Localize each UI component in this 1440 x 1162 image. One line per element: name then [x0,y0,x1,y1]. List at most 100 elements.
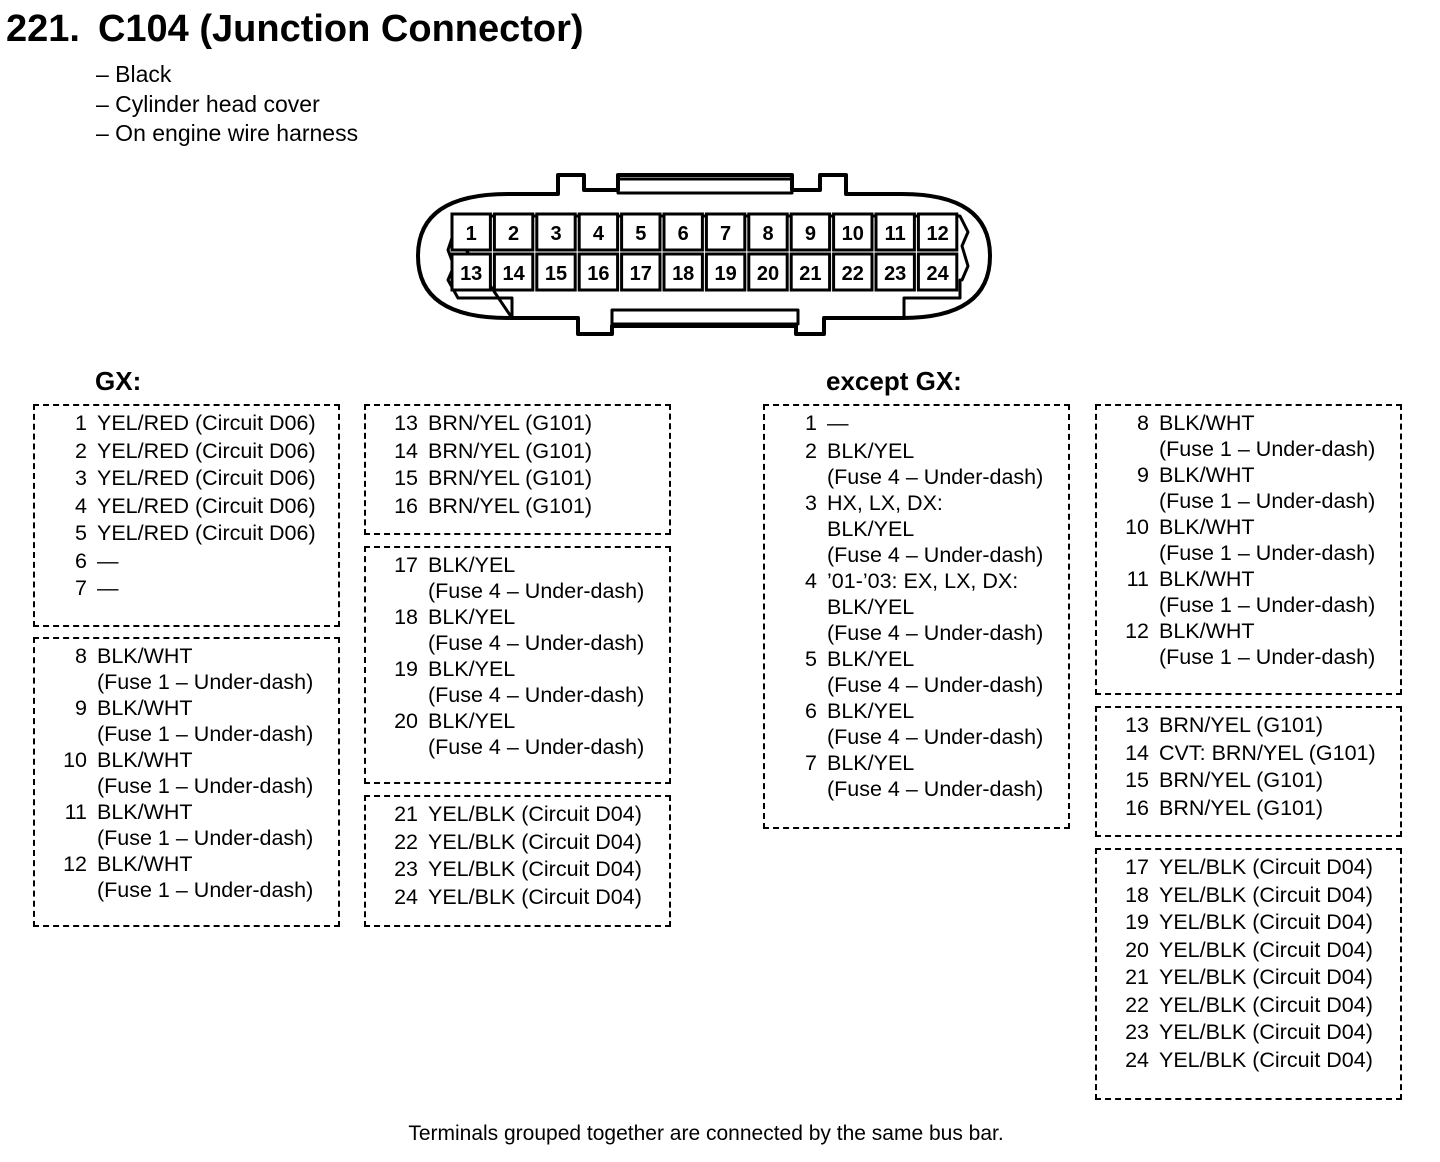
terminal-wire-text: YEL/BLK (Circuit D04) [428,884,642,909]
terminal-cell [535,212,577,252]
terminal-number: 6 [805,698,817,723]
terminal-entry-7: 7— [35,575,338,603]
terminal-number: 24 [394,884,418,909]
terminal-wire-text: BLK/WHT [1159,515,1255,539]
terminal-number: 10 [63,748,87,772]
terminal-number: 18 [394,605,418,629]
terminal-wire-text: (Fuse 4 – Under-dash) [827,464,1044,489]
terminal-number: 1 [75,411,87,435]
terminal-wire-text: BLK/WHT [97,852,193,876]
terminal-number: 16 [1125,795,1149,820]
terminal-cell [577,252,620,292]
terminal-number: 20 [394,709,418,733]
terminal-number: 22 [394,829,418,854]
terminal-number: 22 [1125,992,1149,1017]
terminal-wire-text: YEL/BLK (Circuit D04) [1159,965,1373,989]
terminal-pin-label: 1 [466,223,477,245]
terminal-wire-text: (Fuse 4 – Under-dash) [827,542,1044,567]
terminal-wire-text: BRN/YEL (G101) [428,493,593,518]
terminal-wire-text: CVT: BRN/YEL (G101) [1159,740,1376,765]
terminal-cell [789,212,832,252]
terminal-cell [620,252,662,292]
terminal-number: 8 [1137,411,1149,435]
terminal-pin-label: 11 [885,223,906,245]
terminal-pin-label: 23 [884,263,906,285]
terminal-cell [789,252,832,292]
terminal-number: 24 [1125,1047,1149,1072]
terminal-pin-label: 21 [799,263,821,285]
terminal-number: 9 [1137,463,1149,487]
terminal-pin-label: 19 [714,263,736,285]
note-harness: – On engine wire harness [96,120,359,146]
terminal-number: 7 [75,576,87,600]
terminal-number: 11 [1126,567,1149,591]
terminal-cell [832,212,874,252]
terminal-wire-text: — [97,548,119,573]
page-title: 221.C104 (Junction Connector) [6,8,584,51]
terminal-wire-text: BRN/YEL (G101) [428,438,593,463]
except-gx-label: except GX: [826,366,962,396]
terminal-entry-3: 3 YEL/RED (Circuit D06) [35,465,338,493]
terminal-wire-text: YEL/RED (Circuit D06) [97,466,316,490]
terminal-pin-label: 22 [842,263,864,285]
terminal-number: 21 [394,802,418,826]
bottom-key [610,308,800,326]
terminal-pin-label: 16 [587,263,609,285]
terminal-pin-label: 20 [757,263,779,285]
terminal-wire-text: (Fuse 1 – Under-dash) [97,670,314,694]
terminal-pin-label: 13 [460,263,482,285]
terminal-wire-text: YEL/BLK (Circuit D04) [428,829,642,854]
terminal-wire-text: BLK/WHT [97,748,193,772]
terminal-number: 5 [805,646,817,671]
terminal-number: 23 [394,857,418,881]
terminal-pin-label: 2 [508,223,519,245]
terminal-number: 11 [64,800,87,824]
terminal-wire-text: BLK/WHT [97,696,193,720]
terminal-wire-text: (Fuse 1 – Under-dash) [97,826,314,850]
terminal-wire-text: (Fuse 4 – Under-dash) [827,620,1044,645]
terminal-number: 19 [1125,910,1149,934]
terminal-wire-text: (Fuse 1 – Under-dash) [97,878,314,902]
terminal-number: 18 [1125,882,1149,907]
terminal-number: 3 [75,466,87,490]
terminal-cell [620,212,662,252]
terminal-number: 20 [1125,937,1149,962]
terminal-number: 4 [805,568,817,593]
terminal-wire-text: BLK/YEL [428,553,516,577]
terminal-wire-text: BRN/YEL (G101) [1159,768,1324,792]
terminal-wire-text: BLK/YEL [827,698,915,723]
terminal-wire-text: YEL/BLK (Circuit D04) [1159,937,1373,962]
terminal-wire-text: HX, LX, DX: [827,490,943,515]
terminal-wire-text: (Fuse 1 – Under-dash) [97,774,314,798]
terminal-cell [704,252,747,292]
terminal-wire-text: (Fuse 1 – Under-dash) [1159,437,1376,461]
terminal-number: 2 [805,438,817,463]
terminal-cell [492,212,535,252]
terminal-wire-text: BLK/WHT [1159,463,1255,487]
terminal-number: 3 [805,490,817,515]
terminal-number: 5 [75,521,87,545]
terminal-wire-text: YEL/BLK (Circuit D04) [1159,992,1373,1017]
terminal-number: 2 [75,438,87,463]
terminal-wire-text: BLK/WHT [1159,619,1255,643]
